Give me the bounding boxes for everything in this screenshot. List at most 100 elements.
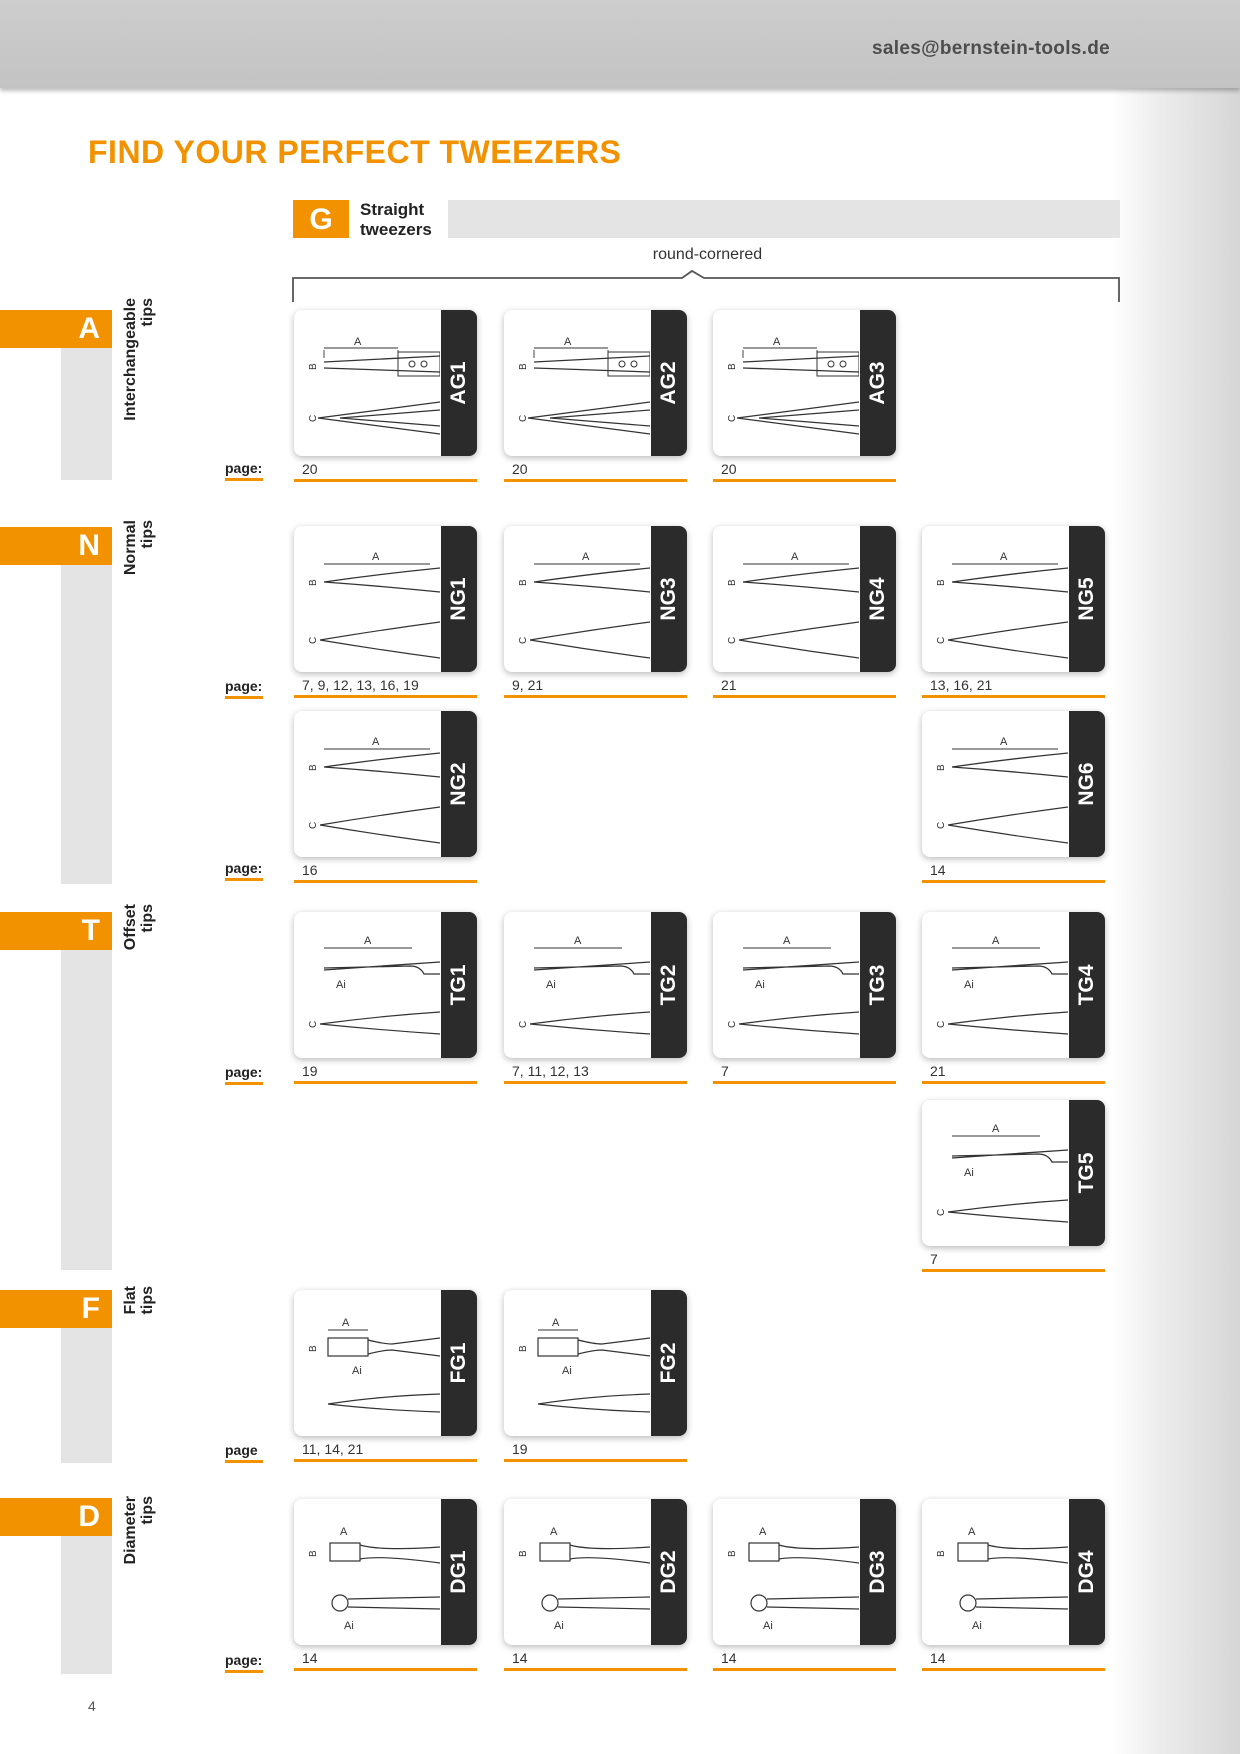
column-group-label-line2: tweezers (360, 220, 432, 239)
svg-text:B: B (308, 764, 319, 771)
column-group-label: Straight tweezers (360, 200, 450, 240)
section-letter-band: D (0, 1498, 112, 1536)
card-page-references: 20 (713, 461, 896, 482)
model-code: AG3 (866, 361, 889, 405)
page-label: page: (225, 1652, 263, 1673)
svg-text:Ai: Ai (344, 1620, 354, 1632)
svg-text:C: C (936, 822, 947, 829)
model-code-strip: NG2 (441, 711, 477, 857)
svg-text:C: C (308, 822, 319, 829)
model-code-strip: FG1 (441, 1290, 477, 1436)
model-code-strip: TG1 (441, 912, 477, 1058)
svg-text:A: A (574, 935, 582, 947)
card-page-references: 19 (504, 1441, 687, 1462)
model-code: DG2 (657, 1550, 680, 1594)
model-code: AG2 (657, 361, 680, 405)
tweezer-tip-drawing: A B Ai (936, 1526, 1068, 1632)
model-code-strip: DG2 (651, 1499, 687, 1645)
card-page-references: 14 (713, 1650, 896, 1671)
page-label: page: (225, 860, 263, 881)
section-side-bar (61, 348, 112, 480)
model-code: TG1 (447, 964, 470, 1006)
card-page-references: 20 (294, 461, 477, 482)
model-code: TG4 (1075, 964, 1098, 1006)
section-label-line1: Diameter (122, 1496, 139, 1565)
model-code: FG2 (657, 1342, 680, 1384)
svg-text:A: A (783, 935, 791, 947)
section-side-bar (61, 950, 112, 1270)
svg-text:C: C (727, 415, 738, 422)
page-label: page (225, 1442, 263, 1463)
tweezer-tip-drawing: ABC (936, 551, 1068, 659)
section-label-line1: Interchangeable (122, 298, 139, 421)
tweezer-card[interactable]: A B C NG2 (294, 711, 477, 857)
svg-text:B: B (936, 1550, 947, 1557)
tweezer-tip-drawing: ABC (518, 336, 650, 435)
svg-text:C: C (518, 415, 529, 422)
svg-text:B: B (727, 1550, 738, 1557)
svg-text:B: B (308, 1345, 319, 1352)
svg-text:Ai: Ai (972, 1620, 982, 1632)
svg-text:A: A (992, 935, 1000, 947)
model-code-strip: AG3 (860, 310, 896, 456)
model-code-strip: TG3 (860, 912, 896, 1058)
card-page-references: 14 (504, 1650, 687, 1671)
svg-text:B: B (518, 579, 529, 586)
model-code-strip: TG5 (1069, 1100, 1105, 1246)
group-bracket (292, 269, 1120, 302)
svg-text:C: C (936, 1209, 947, 1216)
top-bar: sales@bernstein-tools.de (0, 0, 1240, 88)
column-group-bar (448, 200, 1120, 238)
card-page-references: 7, 11, 12, 13 (504, 1063, 687, 1084)
svg-text:B: B (308, 1550, 319, 1557)
card-page-references: 13, 16, 21 (922, 677, 1105, 698)
card-page-references: 14 (922, 1650, 1105, 1671)
sub-group-label: round-cornered (652, 246, 763, 263)
section-label-line2: tips (139, 1496, 156, 1525)
email-address[interactable]: sales@bernstein-tools.de (872, 38, 1110, 59)
tweezer-tip-drawing: ABC (518, 551, 650, 659)
section-label-line2: tips (139, 1286, 156, 1315)
svg-text:A: A (968, 1526, 976, 1538)
model-code: NG2 (447, 762, 470, 806)
tweezer-tip-drawing: A B C (308, 736, 440, 844)
model-code: TG3 (866, 964, 889, 1006)
svg-text:C: C (308, 415, 319, 422)
svg-text:Ai: Ai (763, 1620, 773, 1632)
card-page-references: 9, 21 (504, 677, 687, 698)
card-page-references: 7, 9, 12, 13, 16, 19 (294, 677, 477, 698)
svg-text:A: A (372, 551, 380, 563)
section-letter-band: N (0, 527, 112, 565)
svg-text:A: A (372, 736, 380, 748)
model-code: NG4 (866, 577, 889, 621)
model-code-strip: TG4 (1069, 912, 1105, 1058)
svg-text:A: A (340, 1526, 348, 1538)
page-number: 4 (88, 1698, 96, 1714)
svg-text:Ai: Ai (755, 979, 765, 991)
svg-text:Ai: Ai (352, 1365, 362, 1377)
svg-text:B: B (518, 1345, 529, 1352)
